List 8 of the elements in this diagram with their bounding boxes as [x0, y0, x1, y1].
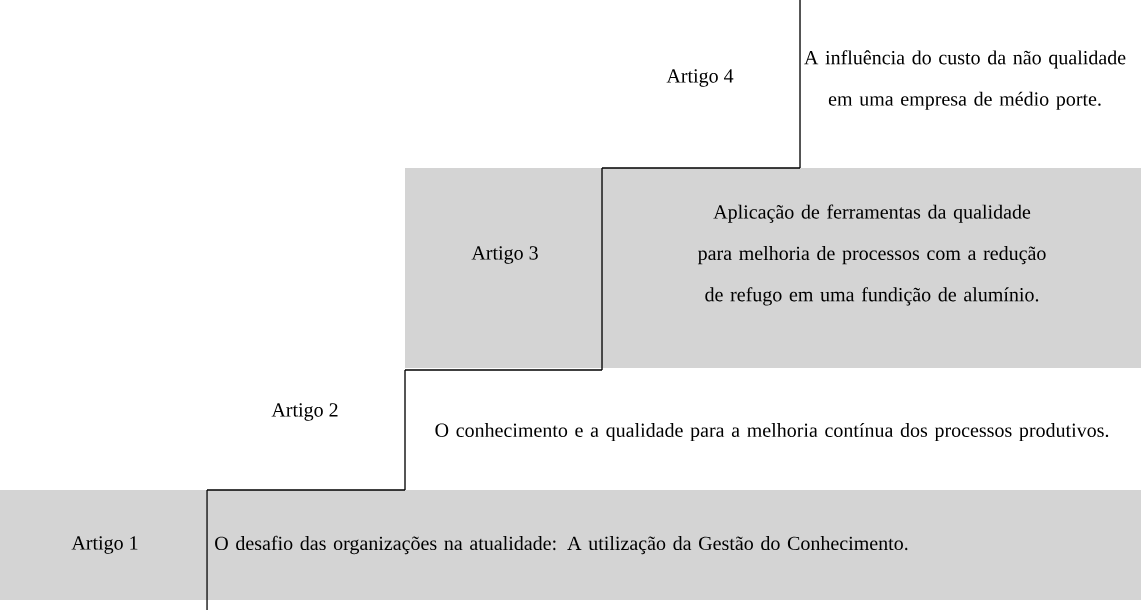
description-text: O conhecimento e a qualidade para a melhoria contínua dos processos produtivos.: [435, 422, 1109, 442]
stage-label: Artigo 3: [471, 246, 538, 264]
stage-label: Artigo 1: [71, 536, 138, 554]
stage-label: Artigo 4: [666, 69, 734, 87]
description-text: O desafio das organizações na atualidade: A utilização da Gestão do Conhecimento.: [215, 535, 908, 555]
description-text: Aplicação de ferramentas da qualidade para melhoria de processos com a redução de refugo em uma fundição de alumínio.: [697, 204, 1046, 306]
description-text: A influência do custo da não qualidade em uma empresa de médio porte.: [804, 50, 1126, 110]
stage-label: Artigo 2: [271, 403, 338, 421]
